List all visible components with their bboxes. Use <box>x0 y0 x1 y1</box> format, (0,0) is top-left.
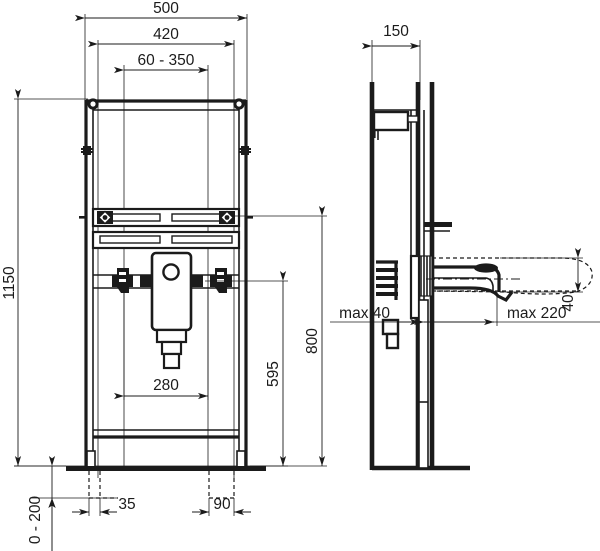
side-waste-trap <box>426 263 520 303</box>
dimension-420-label: 420 <box>153 26 179 43</box>
upper-adjustment-rail <box>91 207 241 228</box>
top-right-mount-boss <box>233 98 245 110</box>
side-tap-stub <box>424 222 452 232</box>
dimension-60-350-label: 60 - 350 <box>138 52 195 69</box>
dimension-90: 90 <box>192 471 251 516</box>
dimension-150: 150 <box>362 23 421 100</box>
upright-clip-left <box>81 146 93 155</box>
dimension-40-label: 40 <box>560 294 577 312</box>
lower-rail <box>91 230 241 250</box>
dimension-150-label: 150 <box>383 23 409 40</box>
dimension-500: 500 <box>75 0 247 22</box>
side-comb-bracket <box>376 260 398 300</box>
water-connector-right <box>191 268 232 293</box>
side-valve-section <box>409 254 433 320</box>
dimension-0-200: 0 - 200 <box>14 456 118 551</box>
side-top-bracket <box>372 109 419 140</box>
floor-line <box>66 466 266 471</box>
dimension-60-350: 60 - 350 <box>114 52 208 74</box>
front-view: 500 420 60 - 350 1150 <box>1 0 327 551</box>
top-left-mount-boss <box>87 98 99 110</box>
dimension-40: 40 <box>500 248 583 312</box>
frame-structure <box>66 98 266 471</box>
dimension-280: 280 <box>114 290 209 400</box>
dimension-0-200-label: 0 - 200 <box>27 495 44 544</box>
dimension-35: 35 <box>72 471 136 516</box>
side-floor <box>372 299 470 471</box>
rail-tick-left <box>79 216 86 219</box>
dimension-max-40-label: max 40 <box>339 305 390 322</box>
side-view: 150 <box>330 23 600 471</box>
dimension-max-220-label: max 220 <box>507 305 567 322</box>
side-lower-bracket <box>381 318 400 350</box>
valve-port-hole <box>162 263 180 281</box>
rail-tick-right <box>246 216 253 219</box>
rail-slider-left <box>97 210 113 225</box>
dimension-800-label: 800 <box>304 328 321 354</box>
dimension-max-220: max 220 <box>414 292 600 326</box>
dimension-35-label: 35 <box>118 496 135 513</box>
dimension-800: 800 <box>232 206 327 467</box>
rail-slider-right <box>219 210 235 225</box>
water-connector-left <box>112 268 152 293</box>
dimension-500-label: 500 <box>153 0 179 17</box>
dimension-595: 595 <box>205 271 288 467</box>
dimension-1150-label: 1150 <box>1 266 18 300</box>
dimension-420: 420 <box>88 26 234 48</box>
central-valve-body <box>150 251 193 370</box>
dimension-90-label: 90 <box>213 496 231 513</box>
dimension-280-label: 280 <box>153 377 179 394</box>
upright-clip-right <box>239 146 251 155</box>
dimension-595-label: 595 <box>265 361 282 387</box>
dimension-max-40: max 40 <box>330 305 420 326</box>
